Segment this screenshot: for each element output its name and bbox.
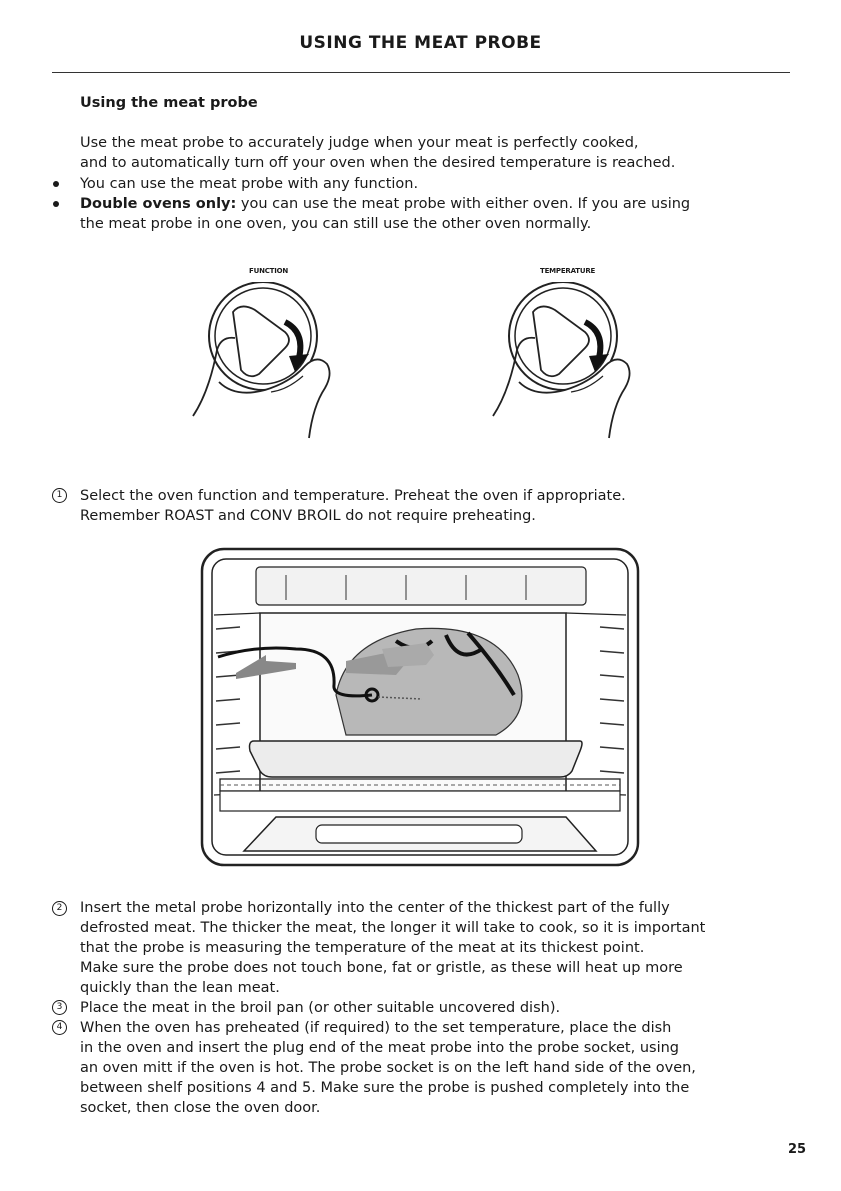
step-number-1: 1 bbox=[52, 488, 67, 503]
step-number-3: 3 bbox=[52, 1000, 67, 1015]
page-title: USING THE MEAT PROBE bbox=[299, 33, 542, 53]
step-number-2: 2 bbox=[52, 901, 67, 916]
step-1-line-1: Select the oven function and temperature… bbox=[80, 488, 626, 504]
step-4-line-2: in the oven and insert the plug end of t… bbox=[80, 1040, 679, 1056]
header-divider bbox=[52, 72, 790, 73]
bullet-2-line-1: you can use the meat probe with either o… bbox=[236, 196, 691, 212]
page-number: 25 bbox=[788, 1142, 807, 1157]
step-2-line-1: Insert the metal probe horizontally into… bbox=[80, 900, 670, 916]
step-2-line-2: defrosted meat. The thicker the meat, th… bbox=[80, 920, 706, 936]
bullet-2-text: Double ovens only: you can use the meat … bbox=[80, 194, 780, 215]
function-dial-illustration bbox=[192, 282, 331, 439]
step-4-line-3: an oven mitt if the oven is hot. The pro… bbox=[80, 1060, 696, 1076]
bullet-2-bold: Double ovens only: bbox=[80, 196, 237, 212]
step-4-line-5: socket, then close the oven door. bbox=[80, 1100, 321, 1116]
bullet-2-line-2: the meat probe in one oven, you can stil… bbox=[80, 216, 592, 232]
intro-line-1: Use the meat probe to accurately judge w… bbox=[80, 135, 639, 151]
step-4-line-4: between shelf positions 4 and 5. Make su… bbox=[80, 1080, 690, 1096]
bullet-dot bbox=[53, 181, 59, 187]
bullet-dot bbox=[53, 201, 59, 207]
dial-label-function: FUNCTION bbox=[249, 267, 289, 275]
step-2-line-3: that the probe is measuring the temperat… bbox=[80, 940, 645, 956]
section-heading: Using the meat probe bbox=[80, 95, 258, 111]
dial-label-temperature: TEMPERATURE bbox=[540, 267, 596, 275]
step-1-line-2: Remember ROAST and CONV BROIL do not req… bbox=[80, 508, 536, 524]
step-3-line-1: Place the meat in the broil pan (or othe… bbox=[80, 1000, 561, 1016]
step-number-4: 4 bbox=[52, 1020, 67, 1035]
step-2-line-4: Make sure the probe does not touch bone,… bbox=[80, 960, 683, 976]
step-2-line-5: quickly than the lean meat. bbox=[80, 980, 280, 996]
step-4-line-1: When the oven has preheated (if required… bbox=[80, 1020, 672, 1036]
bullet-1-text: You can use the meat probe with any func… bbox=[80, 176, 419, 192]
temperature-dial-illustration bbox=[492, 282, 631, 439]
oven-probe-illustration bbox=[200, 547, 640, 867]
intro-line-2: and to automatically turn off your oven … bbox=[80, 155, 676, 171]
